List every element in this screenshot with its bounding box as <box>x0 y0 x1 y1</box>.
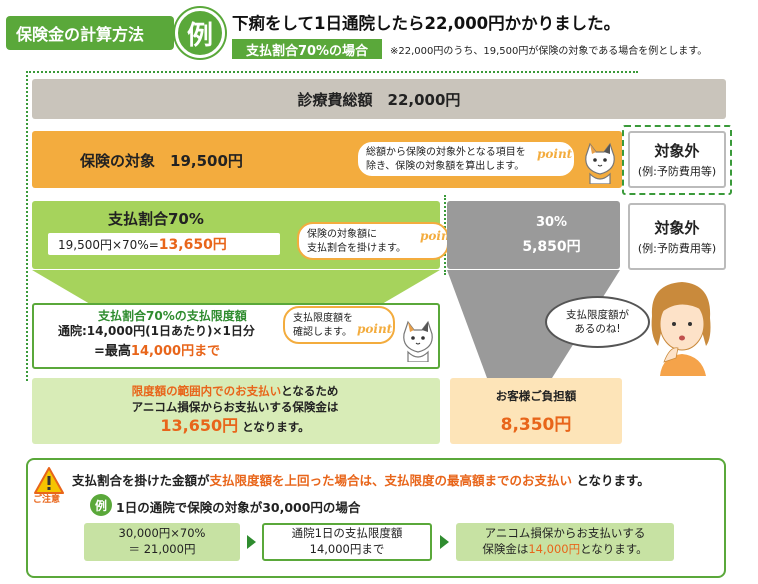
payment-limit-title: 支払割合70%の支払限度額 <box>98 309 247 323</box>
speech-bubble: 支払限度額が あるのね! <box>545 296 650 348</box>
step-text: 通院1日の支払限度額 <box>291 526 403 541</box>
case-step-3: アニコム損保からお支払いする 保険金は14,000円となります。 <box>456 523 674 561</box>
self-pay-amount: 5,850円 <box>522 238 581 255</box>
hint-bubble-rate: 保険の対象額に 支払割合を掛けます。 <box>297 222 449 260</box>
self-pay-percent: 30% <box>535 214 568 230</box>
payment-limit-max: =最高14,000円まで <box>94 340 220 359</box>
caution-text: 支払割合を掛けた金額が支払限度額を上回った場合は、支払限度の最高額までのお支払い… <box>72 470 650 489</box>
example-badge: 例 <box>175 8 225 58</box>
payout-amount: 13,650円 <box>160 416 239 436</box>
hint-text: 確認します。 <box>293 326 352 338</box>
self-pay-bar: 30% 5,850円 <box>447 201 620 269</box>
excluded-box: 対象外 (例:予防費用等) <box>628 203 726 270</box>
payout-text: アニコム損保からお支払いする保険金は <box>131 400 339 415</box>
warning-icon <box>34 467 64 494</box>
hint-text: 支払割合を掛けます。 <box>307 242 406 254</box>
payment-limit-formula: 通院:14,000円(1日あたり)×1日分 <box>58 324 255 338</box>
cat-mascot-icon <box>403 320 433 362</box>
example-note: ※22,000円のうち、19,500円が保険の対象である場合を例とします。 <box>390 46 708 57</box>
payment-rate-label: 支払割合70% <box>108 210 204 228</box>
guide-line <box>26 71 28 381</box>
excluded-dashed-frame <box>622 125 732 195</box>
hint-bubble-covered: 総額から保険の対象外となる項目を 除き、保険の対象額を算出します。 <box>356 140 576 178</box>
payout-result-text: 限度額の範囲内でのお支払いとなるため アニコム損保からお支払いする保険金は 13… <box>60 383 410 438</box>
rate-formula: 19,500円×70%= 13,650円 <box>48 233 280 255</box>
customer-burden-label: お客様ご負担額 <box>495 388 577 403</box>
covered-amount-label: 保険の対象 19,500円 <box>80 152 243 170</box>
rate-formula-result: 13,650円 <box>158 237 227 253</box>
excluded-box: 対象外 (例:予防費用等) <box>628 131 726 188</box>
hint-text: 支払限度額を <box>293 313 353 324</box>
section-title-tab: 保険金の計算方法 <box>6 16 174 50</box>
step-text: 30,000円×70% <box>118 526 206 541</box>
step-amount: 14,000円 <box>528 542 581 556</box>
payout-text: となります。 <box>242 420 310 435</box>
caution-text-part: 支払割合を掛けた金額が <box>72 473 210 488</box>
step-text: 14,000円まで <box>309 542 385 556</box>
customer-burden-box: お客様ご負担額 8,350円 <box>450 378 622 444</box>
caution-highlight: 支払限度額を上回った場合は、支払限度の最高額までのお支払い <box>209 473 573 488</box>
down-funnel-arrow <box>32 270 440 304</box>
hint-text: 保険の対象額に <box>307 229 377 240</box>
excluded-label: 対象外 <box>654 142 700 160</box>
step-arrow-icon <box>440 535 449 549</box>
payment-limit-amount: 14,000円まで <box>130 344 221 359</box>
step-text: ＝ 21,000円 <box>128 542 196 556</box>
hint-text: 除き、保険の対象額を算出します。 <box>366 160 525 172</box>
step-arrow-icon <box>247 535 256 549</box>
caution-text-part: となります。 <box>576 473 650 488</box>
case-example-badge: 例 <box>90 494 112 516</box>
payout-text: となるため <box>281 384 339 398</box>
payout-highlight: 限度額の範囲内でのお支払い <box>131 384 282 398</box>
step-text: アニコム損保からお支払いする <box>484 526 646 541</box>
example-title: 下痢をして1日通院したら22,000円かかりました。 <box>232 14 621 33</box>
total-amount-label: 診療費総額 22,000円 <box>297 90 461 109</box>
hint-text: 総額から保険の対象外となる項目を <box>366 147 526 158</box>
point-label: point <box>357 322 393 336</box>
excluded-label: 対象外 <box>654 219 700 237</box>
payment-limit-prefix: =最高 <box>94 344 131 359</box>
rate-tag: 支払割合70%の場合 <box>232 39 382 59</box>
speech-text: あるのね! <box>574 323 621 335</box>
woman-illustration-icon <box>651 282 711 376</box>
cat-mascot-icon <box>585 142 615 184</box>
total-amount-bar: 診療費総額 22,000円 <box>32 79 726 119</box>
step-text: 保険金は <box>482 542 529 556</box>
point-label: point <box>537 147 573 161</box>
case-step-1: 30,000円×70% ＝ 21,000円 <box>84 523 240 561</box>
case-example-title: 1日の通院で保険の対象が30,000円の場合 <box>116 500 361 515</box>
hint-bubble-limit: 支払限度額を 確認します。 <box>283 306 395 344</box>
payout-result-box <box>32 378 440 444</box>
excluded-example: (例:予防費用等) <box>637 165 717 178</box>
excluded-example: (例:予防費用等) <box>637 242 717 255</box>
speech-text: 支払限度額が <box>566 308 629 321</box>
step-text: となります。 <box>580 542 648 556</box>
case-step-2: 通院1日の支払限度額 14,000円まで <box>262 523 432 561</box>
guide-line <box>26 71 638 73</box>
point-label: point <box>420 229 456 243</box>
caution-label: ご注意 <box>33 495 61 505</box>
section-title: 保険金の計算方法 <box>16 25 145 44</box>
rate-formula-text: 19,500円×70%= <box>58 237 159 252</box>
customer-burden-amount: 8,350円 <box>500 414 572 435</box>
